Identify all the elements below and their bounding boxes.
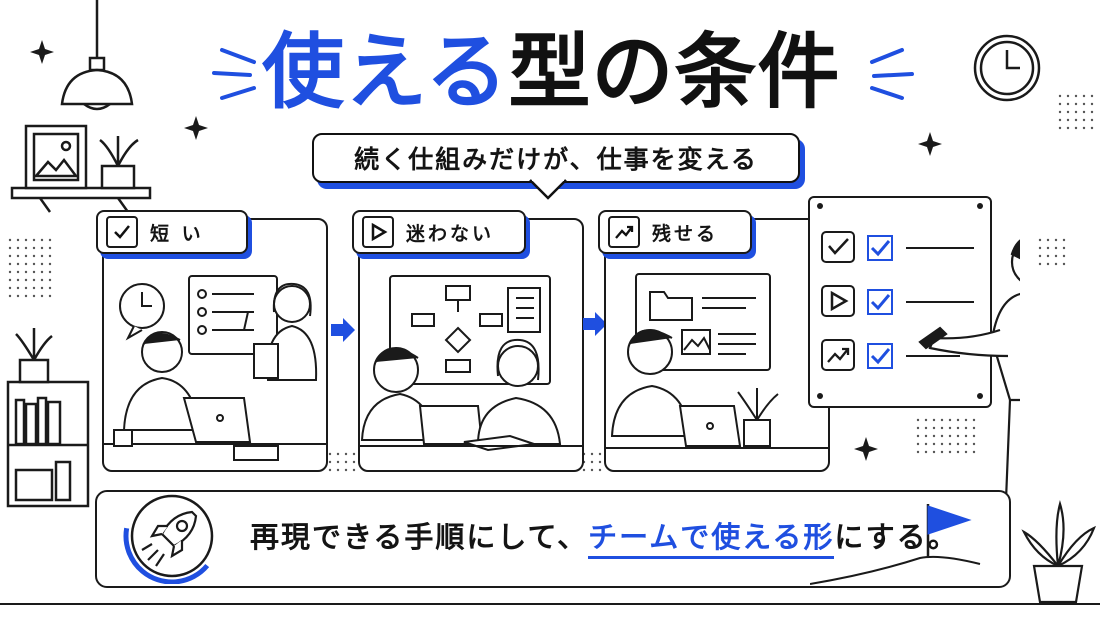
step-panel-recordable (604, 218, 830, 472)
check-icon (106, 216, 138, 248)
hanging-lamp-icon (60, 0, 134, 111)
step-tag-recordable: 残せる (598, 210, 752, 254)
wall-clock-icon (973, 34, 1041, 102)
panel-illustration (606, 273, 828, 449)
panel-illustration (104, 275, 326, 461)
step-label: 残せる (652, 222, 719, 245)
bottom-message-highlight: チームで使える形 (588, 520, 835, 559)
step-panel-short (102, 218, 328, 472)
subtitle-bubble: 続く仕組みだけが、仕事を変える (312, 133, 800, 183)
play-icon (362, 216, 394, 248)
title-black-part: 型の条件 (508, 25, 841, 120)
rocket-icon (123, 487, 221, 584)
trend-icon (608, 216, 640, 248)
bottom-message-before: 再現できる手順にして、 (250, 520, 589, 554)
arrow-right-icon (583, 312, 607, 336)
step-label: 迷わない (406, 222, 495, 245)
title-blue-part: 使える (262, 25, 509, 120)
bottom-banner (95, 490, 1011, 588)
dot-grid (8, 94, 1094, 472)
sparkle-icon (30, 40, 942, 461)
step-panel-no-hesitation (358, 218, 584, 472)
page-title: 使える型の条件 (262, 18, 862, 128)
potted-plant-icon (1021, 500, 1096, 604)
checklist-board (808, 196, 992, 408)
arrow-right-icon (331, 318, 355, 342)
subtitle-text: 続く仕組みだけが、仕事を変える (354, 145, 758, 174)
title-accent-lines (212, 48, 914, 100)
bookshelf (6, 328, 90, 508)
goal-flag-icon (810, 504, 981, 585)
wall-shelf (10, 124, 152, 213)
step-tag-short: 短 い (96, 210, 248, 254)
step-tag-no-hesitation: 迷わない (352, 210, 526, 254)
panel-illustration (360, 275, 582, 452)
bubble-pointer (529, 178, 567, 200)
board-illustration (817, 203, 983, 399)
presenter-illustration (918, 239, 1020, 500)
step-label: 短 い (150, 222, 204, 245)
